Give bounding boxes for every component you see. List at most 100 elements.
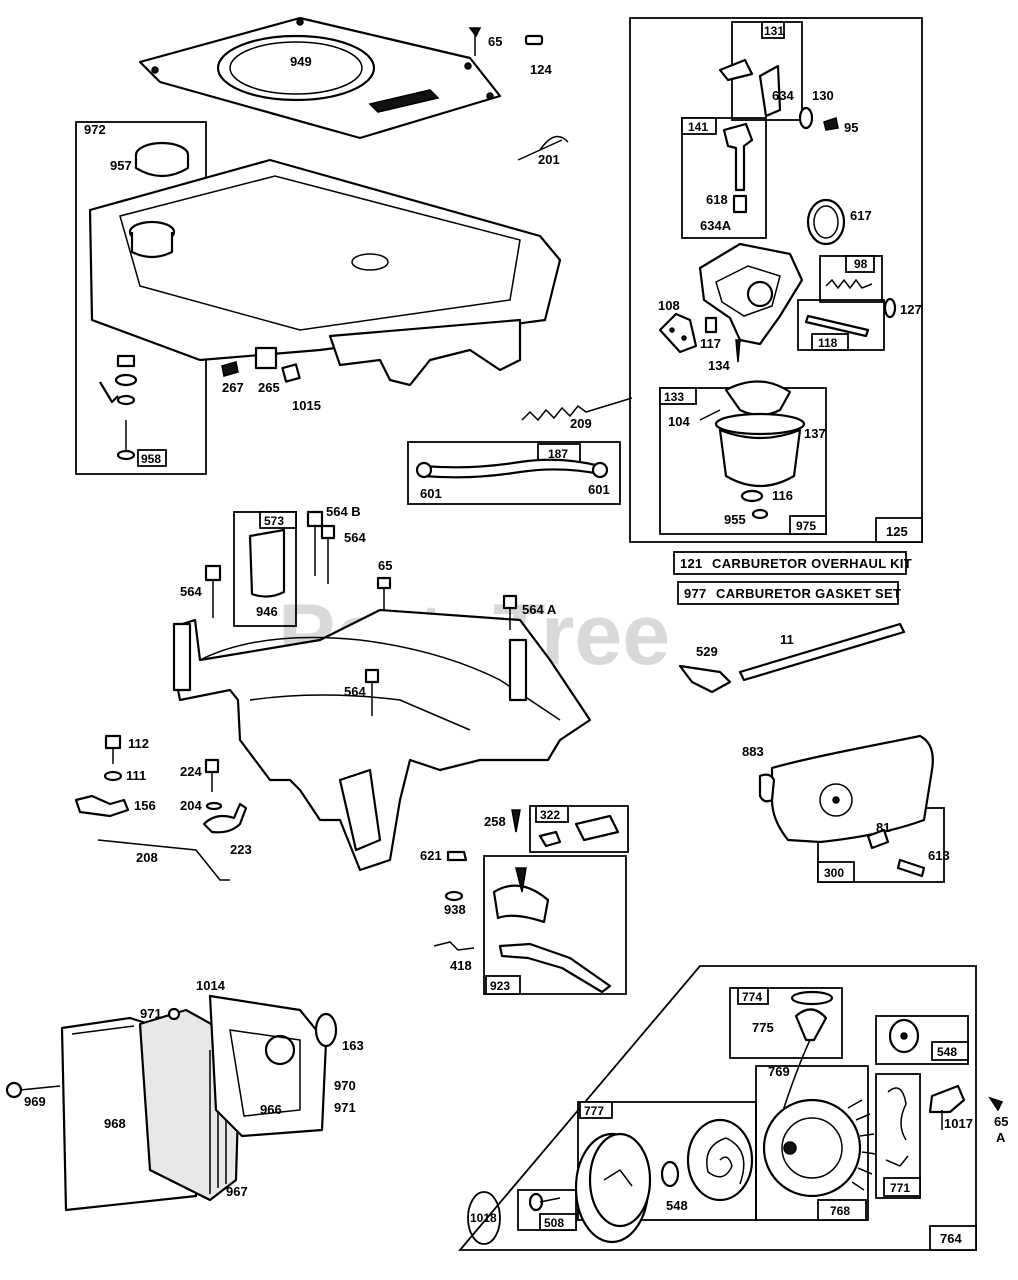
gasket-163 (314, 1012, 338, 1048)
label-187: 187 (548, 447, 568, 461)
recoil-spring (686, 1118, 754, 1202)
label-764: 764 (940, 1231, 962, 1246)
label-133: 133 (664, 390, 684, 404)
oring-127 (883, 297, 897, 319)
label-971-bottom: 971 (334, 1100, 356, 1115)
label-601-left: 601 (420, 486, 442, 501)
label-966: 966 (260, 1102, 282, 1117)
label-564B: 564 B (326, 504, 361, 519)
label-1018: 1018 (470, 1211, 497, 1225)
carburetor-body (698, 242, 804, 346)
label-223: 223 (230, 842, 252, 857)
bolt-564-upper (320, 524, 336, 584)
float-pin-134 (735, 339, 741, 363)
label-265: 265 (258, 380, 280, 395)
label-65-starter-suffix: A (996, 1130, 1006, 1145)
link-418 (433, 941, 475, 951)
label-104: 104 (668, 414, 690, 429)
label-208: 208 (136, 850, 158, 865)
washer-204 (205, 801, 223, 811)
spring-209 (521, 397, 633, 422)
label-548-box: 548 (937, 1045, 957, 1059)
retainer-508 (517, 1189, 577, 1231)
label-300: 300 (824, 866, 844, 880)
label-11: 11 (780, 632, 794, 647)
starter-pulley-777 (574, 1101, 757, 1244)
kit-121-name: CARBURETOR OVERHAUL KIT (712, 556, 912, 571)
label-204: 204 (180, 798, 202, 813)
label-65-mid: 65 (378, 558, 392, 573)
label-769: 769 (768, 1064, 790, 1079)
fuel-tank (88, 158, 562, 387)
kit-1018 (467, 1191, 501, 1245)
label-971-top: 971 (140, 1006, 162, 1021)
label-771: 771 (890, 1181, 910, 1195)
label-141: 141 (688, 120, 708, 134)
starter-frame-764 (458, 965, 977, 1251)
washer-130 (798, 106, 839, 131)
needle-118 (797, 299, 885, 351)
air-cleaner-base-966 (208, 994, 328, 1138)
label-95: 95 (844, 120, 858, 135)
plate-1015 (281, 363, 301, 383)
bolt-267 (221, 361, 239, 377)
label-1015: 1015 (292, 398, 321, 413)
needle-141 (681, 117, 767, 239)
washer-111 (103, 770, 123, 782)
label-508: 508 (544, 1216, 564, 1230)
label-775: 775 (752, 1020, 774, 1035)
screw-969 (5, 1081, 61, 1099)
label-125: 125 (886, 524, 908, 539)
gasket-617 (806, 198, 846, 246)
label-601-right: 601 (588, 482, 610, 497)
bolt-564B (306, 510, 324, 576)
label-573: 573 (264, 514, 284, 528)
label-258: 258 (484, 814, 506, 829)
label-108: 108 (658, 298, 680, 313)
bolt-564A (502, 594, 518, 630)
float-bowl-975 (659, 380, 827, 535)
gasket-108 (658, 312, 698, 354)
tank-cover-949 (138, 16, 502, 140)
label-634: 634 (772, 88, 794, 103)
choke-131 (718, 21, 803, 121)
clip-124 (524, 34, 544, 46)
link-208 (97, 839, 230, 881)
label-98: 98 (854, 257, 868, 271)
label-968: 968 (104, 1116, 126, 1131)
label-418: 418 (450, 958, 472, 973)
label-118: 118 (818, 336, 838, 350)
bracket-265 (254, 346, 278, 370)
kit-977-name: CARBURETOR GASKET SET (716, 586, 901, 601)
label-777: 777 (584, 1104, 604, 1118)
label-634A: 634A (700, 218, 732, 233)
screw-65-starter (988, 1096, 1004, 1112)
label-564-left: 564 (180, 584, 202, 599)
washer-548-box (875, 1015, 969, 1065)
kit-121-number: 121 (680, 556, 703, 571)
label-613: 613 (928, 848, 950, 863)
label-883: 883 (742, 744, 764, 759)
label-322: 322 (540, 808, 560, 822)
label-111: 111 (126, 768, 146, 783)
retainer-201 (517, 135, 569, 161)
label-564A: 564 A (522, 602, 557, 617)
label-949: 949 (290, 54, 312, 69)
washer-548-loose (660, 1160, 680, 1188)
kit-977: 977 CARBURETOR GASKET SET (677, 581, 901, 605)
flywheel-screen-768 (755, 1065, 877, 1221)
label-156: 156 (134, 798, 156, 813)
governor-223 (202, 802, 248, 834)
pawl-1017 (928, 1084, 966, 1130)
label-209: 209 (570, 416, 592, 431)
bolt-564-left (204, 564, 222, 618)
base-frame (172, 608, 592, 872)
tube-11 (678, 622, 906, 694)
muffler-300 (758, 734, 945, 883)
label-618: 618 (706, 192, 728, 207)
label-112: 112 (128, 736, 149, 751)
label-923: 923 (490, 979, 510, 993)
label-1017: 1017 (944, 1116, 973, 1131)
carb-frame-125 (629, 17, 923, 543)
